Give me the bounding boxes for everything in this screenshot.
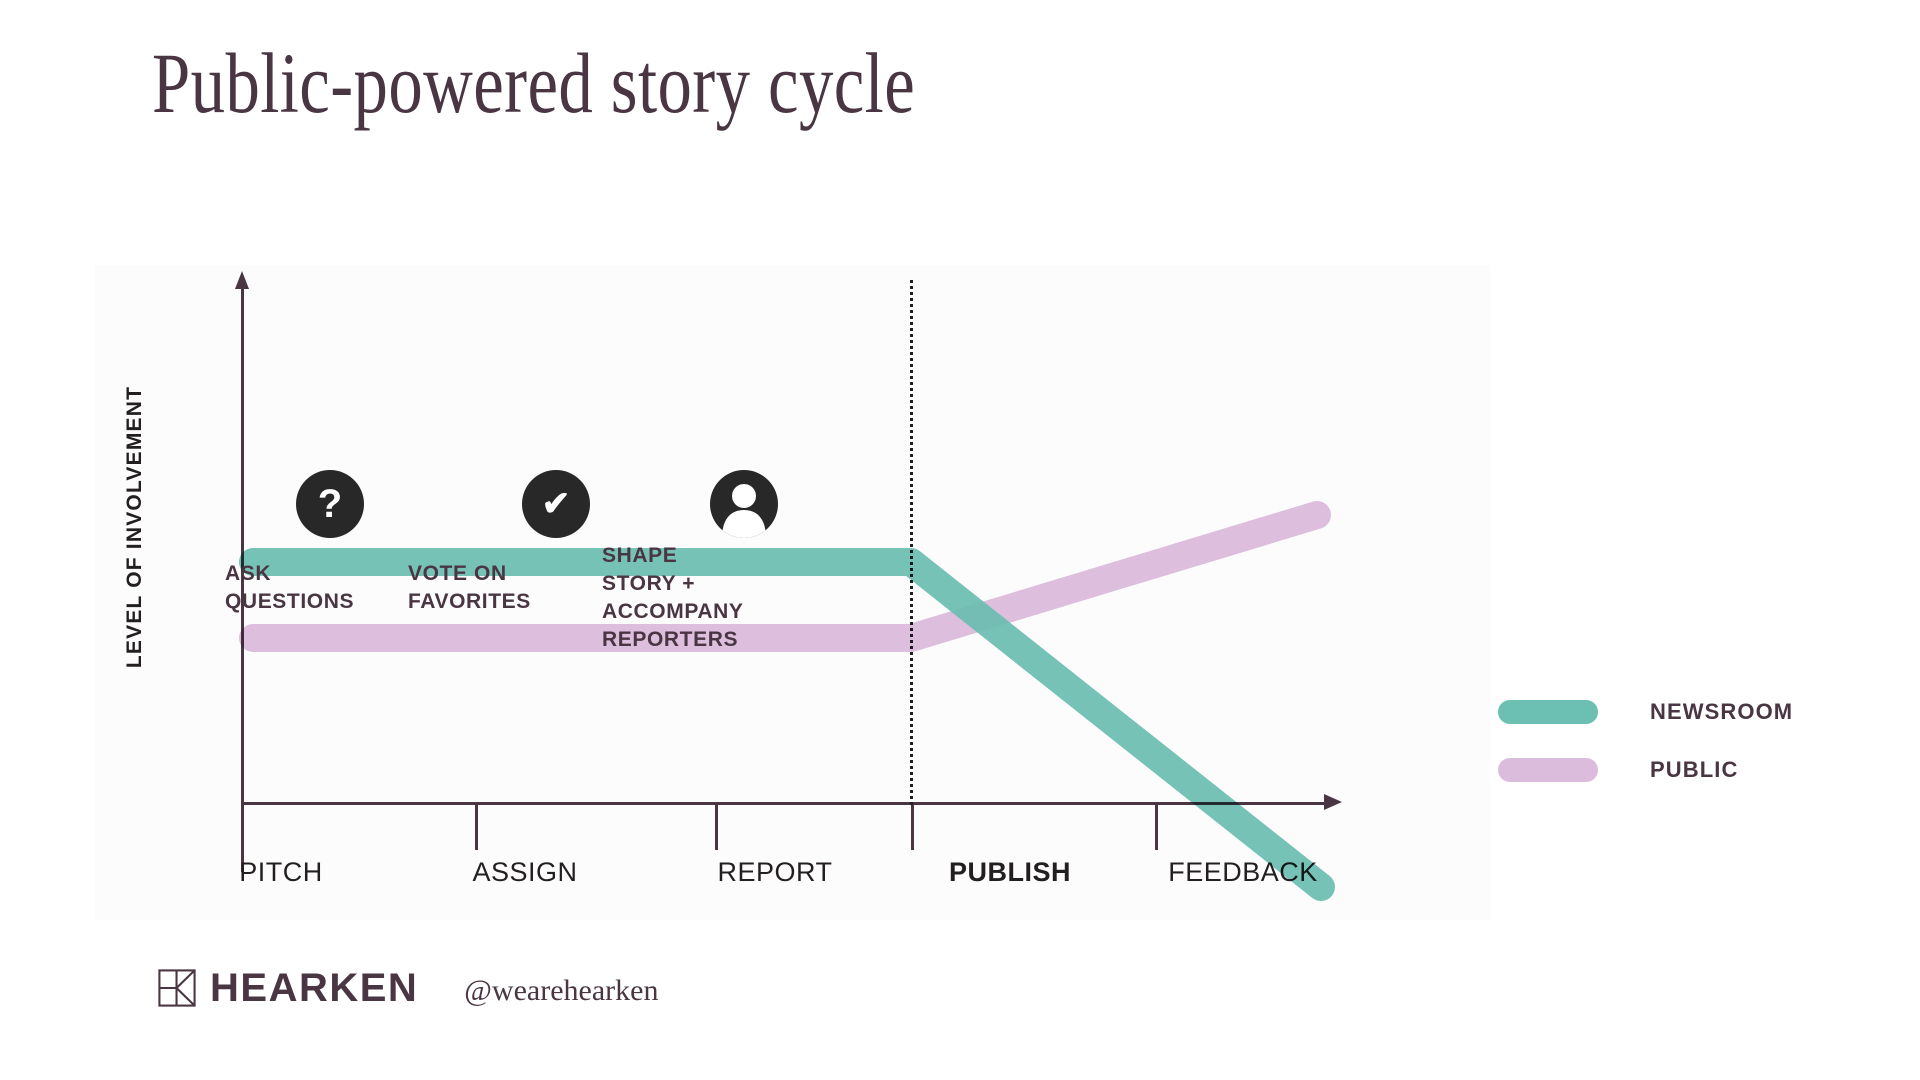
x-axis-tick-label-publish: PUBLISH (948, 857, 1072, 887)
checkmark-glyph: ✔ (541, 485, 571, 523)
chart-plot-area: LEVEL OF INVOLVEMENT PITCH ASSIGN REPORT… (95, 265, 1595, 945)
person-glyph (722, 484, 766, 538)
y-axis-arrow-icon (235, 271, 249, 289)
x-axis-tick-label-pitch: PITCH (239, 857, 323, 887)
legend-swatch-newsroom (1498, 700, 1598, 724)
step-label-ask-questions: ASK QUESTIONS (225, 562, 355, 613)
step-label-shape-story: SHAPE STORY + ACCOMPANY REPORTERS (602, 544, 744, 651)
legend-item-newsroom[interactable]: NEWSROOM (1498, 699, 1794, 724)
legend-item-public[interactable]: PUBLIC (1498, 757, 1793, 782)
x-axis-tick (911, 804, 914, 850)
legend-label-newsroom: NEWSROOM (1650, 699, 1794, 724)
chart-panel-background (95, 265, 1490, 920)
step-label-vote-on-favorites: VOTE ON FAVORITES (408, 562, 531, 613)
x-axis-tick (1155, 804, 1158, 850)
page-title: Public-powered story cycle (152, 35, 916, 131)
series-line-newsroom (239, 548, 1335, 901)
x-axis-tick (475, 804, 478, 850)
checkmark-icon: ✔ (522, 470, 590, 538)
question-mark-icon: ? (296, 470, 364, 538)
x-axis-tick (715, 804, 718, 850)
x-axis-line (241, 802, 1326, 805)
y-axis-line (241, 287, 244, 872)
series-lines-group (239, 501, 1335, 901)
x-axis-tick (241, 804, 244, 850)
chart-legend: NEWSROOM PUBLIC (1498, 699, 1794, 816)
x-axis-arrow-icon (1324, 794, 1342, 810)
question-mark-glyph: ? (317, 482, 343, 526)
legend-label-public: PUBLIC (1650, 757, 1739, 782)
publish-divider-dotted-line (910, 280, 913, 805)
x-axis-tick-label-assign: ASSIGN (472, 857, 578, 887)
legend-swatch-public (1498, 758, 1598, 782)
hearken-logo-icon (158, 969, 196, 1007)
person-icon (710, 470, 778, 538)
x-axis-tick-label-report: REPORT (717, 857, 833, 887)
footer: HEARKEN @wearehearken (158, 968, 658, 1008)
brand-wordmark: HEARKEN (210, 966, 419, 1010)
series-line-public (239, 501, 1331, 652)
social-handle: @wearehearken (464, 974, 659, 1007)
